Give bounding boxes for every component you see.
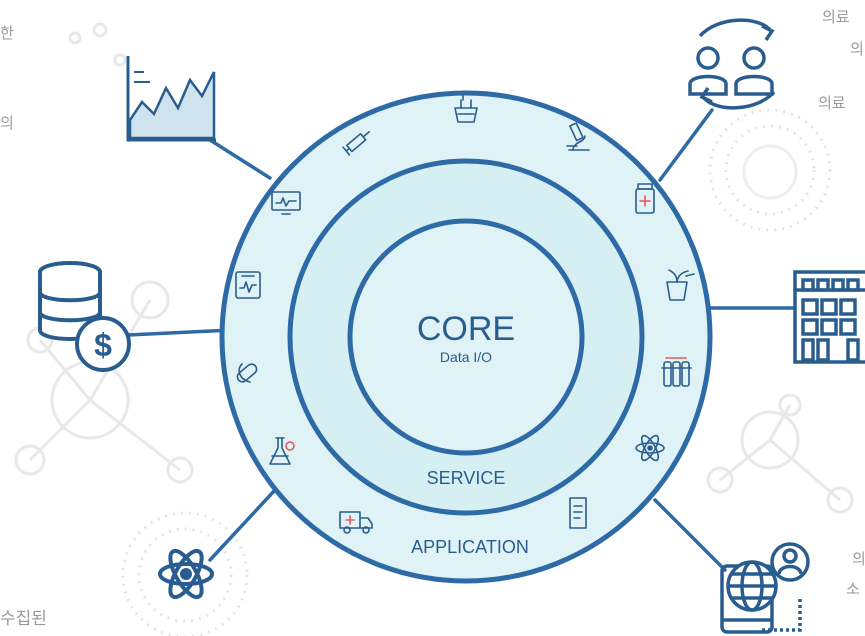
- service-label: SERVICE: [427, 468, 506, 488]
- global-mobile-user-icon: [720, 542, 810, 634]
- doctors-exchange-icon: [688, 18, 776, 110]
- syringe-icon: [342, 130, 371, 156]
- test-tubes-icon: [661, 357, 692, 387]
- edge-text-top-right-3: 의료: [818, 94, 846, 112]
- edge-text-bottom-left: 수집된: [0, 609, 47, 629]
- microscope-icon: [566, 122, 590, 151]
- pill-icon: [236, 363, 258, 383]
- medicine-bottle-icon: [635, 183, 655, 214]
- ambulance-icon: [339, 511, 373, 534]
- atom-small-icon: [635, 434, 665, 462]
- application-label: APPLICATION: [411, 537, 529, 557]
- background-dotted-rings: [121, 108, 832, 636]
- svg-text:$: $: [94, 327, 112, 363]
- shopping-basket-icon: [454, 95, 478, 123]
- core-title: CORE: [417, 310, 515, 348]
- hospital-building-icon: [793, 270, 865, 364]
- edge-text-top-right-1: 의료: [822, 8, 850, 26]
- edge-text-top-left-2: 의: [0, 114, 14, 132]
- background-circle: [742, 144, 798, 200]
- edge-text-top-right-2: 의: [850, 40, 864, 58]
- connector-lines: [126, 108, 797, 572]
- document-icon: [569, 497, 587, 529]
- herbal-pot-icon: [666, 269, 695, 301]
- monitor-icon: [271, 191, 301, 215]
- core-subtitle: Data I/O: [440, 349, 492, 365]
- edge-text-top-left-1: 한: [0, 24, 14, 42]
- background-network: [14, 22, 854, 514]
- database-money-icon: $: [38, 261, 131, 372]
- edge-text-bottom-right-2: 소: [846, 580, 860, 598]
- lab-experiment-icon: [269, 437, 295, 465]
- edge-text-bottom-right-1: 의: [852, 550, 865, 568]
- core-circle: [347, 218, 585, 456]
- heartbeat-chart-icon: [235, 271, 261, 299]
- stock-chart-icon: [126, 56, 216, 142]
- atom-icon: [158, 548, 214, 600]
